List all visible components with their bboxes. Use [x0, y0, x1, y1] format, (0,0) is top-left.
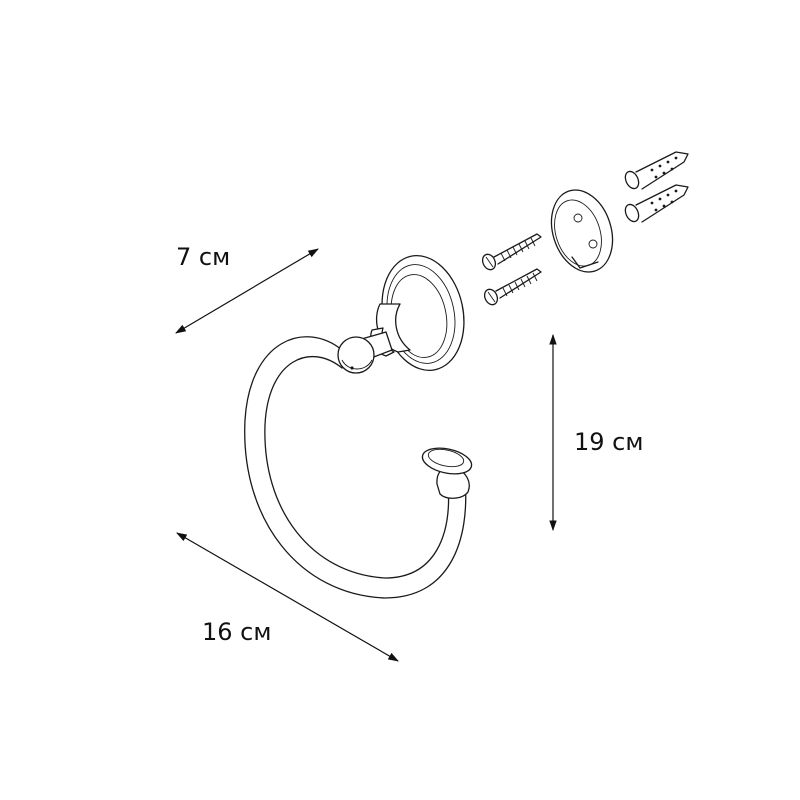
width-dimension-label: 16 см [202, 618, 272, 646]
height-dimension-label: 19 см [574, 428, 644, 456]
mounting-bracket [550, 189, 614, 273]
wall-plug-lower [624, 184, 689, 223]
depth-dimension-label: 7 см [176, 243, 231, 271]
wall-mount-rosette [337, 255, 465, 374]
screw-lower [483, 268, 542, 306]
width-dimension-line [176, 532, 399, 662]
depth-dimension-line [175, 248, 319, 334]
screw-upper [481, 233, 542, 271]
ring-end-knob [421, 447, 473, 499]
wall-plug-upper [624, 151, 689, 190]
